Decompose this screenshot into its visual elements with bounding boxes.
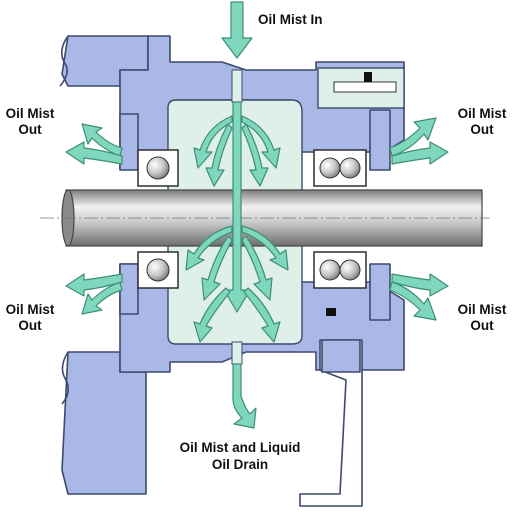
inlet-arrow xyxy=(221,1,253,59)
label-out-top-left-line2: Out xyxy=(18,122,42,137)
label-out-bottom-left-line2: Out xyxy=(18,318,42,333)
labels: Oil Mist In Oil Mist Out Oil Mist Out Oi… xyxy=(6,12,507,472)
label-out-top-right-line2: Out xyxy=(470,122,494,137)
shaft xyxy=(40,189,490,247)
housing-upper xyxy=(119,35,405,171)
label-drain-line1: Oil Mist and Liquid xyxy=(180,440,301,455)
drain-channel xyxy=(231,341,243,365)
label-out-top-left-line1: Oil Mist xyxy=(6,106,55,121)
drain-arrow xyxy=(232,363,257,429)
label-out-bottom-right-line1: Oil Mist xyxy=(458,302,507,317)
inlet-channel xyxy=(231,69,243,103)
left-bearing xyxy=(137,149,179,289)
label-oil-mist-in: Oil Mist In xyxy=(258,12,323,27)
label-out-top-right-line1: Oil Mist xyxy=(458,106,507,121)
label-out-bottom-left-line1: Oil Mist xyxy=(6,302,55,317)
right-bearing xyxy=(313,149,367,289)
housing-lower xyxy=(119,263,405,507)
flow-arrows xyxy=(65,1,449,429)
label-drain-line2: Oil Drain xyxy=(212,457,268,472)
mounting-wall xyxy=(59,35,149,495)
label-out-bottom-right-line2: Out xyxy=(470,318,494,333)
